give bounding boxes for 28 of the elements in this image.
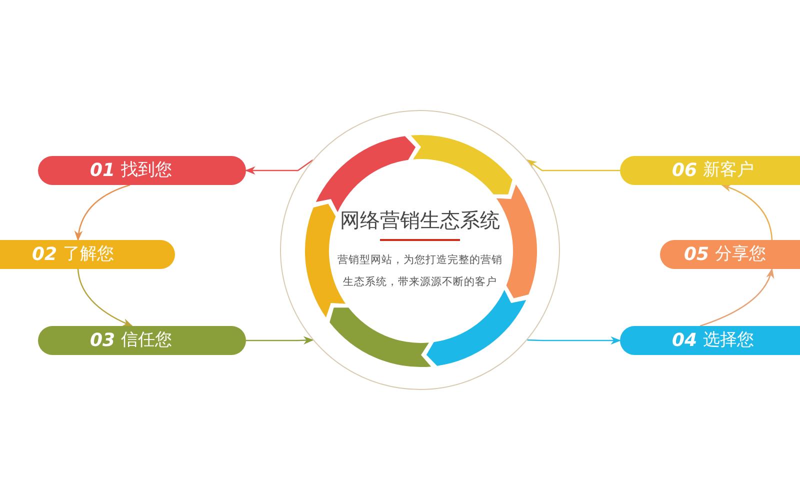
step-label: 找到您 — [121, 162, 172, 179]
step-number: 01 — [90, 162, 116, 180]
step-number: 02 — [32, 246, 58, 264]
arrow — [77, 268, 133, 327]
step-pill — [620, 156, 800, 185]
step-number: 06 — [672, 162, 698, 180]
hub-title: 网络营销生态系统 — [340, 208, 500, 232]
arrow — [244, 159, 314, 175]
arrow — [527, 336, 622, 345]
step-pill — [38, 326, 246, 355]
step-label: 选择您 — [703, 332, 754, 349]
step-label: 新客户 — [703, 162, 754, 179]
step-label: 信任您 — [121, 332, 172, 349]
hub-description: 营销型网站，为您打造完整的营销生态系统，带来源源不断的客户 — [336, 252, 504, 290]
arrow — [246, 336, 314, 344]
step-number: 05 — [684, 246, 710, 264]
step-label: 分享您 — [715, 246, 766, 263]
step-pill — [660, 240, 800, 269]
arrow — [526, 159, 620, 172]
arrow — [700, 268, 774, 327]
arrow — [74, 184, 130, 242]
arrow — [721, 184, 773, 240]
step-number: 04 — [672, 332, 698, 350]
step-pill — [620, 326, 800, 355]
step-number: 03 — [90, 332, 116, 350]
step-pill — [0, 240, 175, 269]
step-pill — [38, 156, 246, 185]
step-label: 了解您 — [63, 246, 114, 263]
